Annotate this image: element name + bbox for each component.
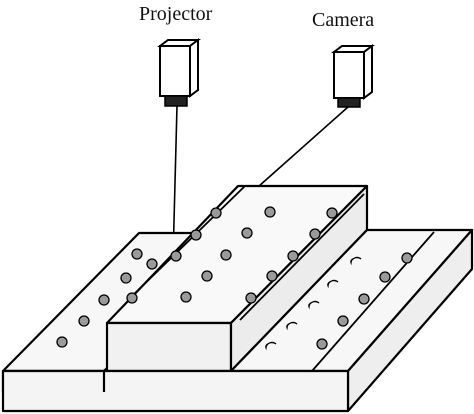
crescent-mark xyxy=(327,279,339,289)
fringe-line xyxy=(239,193,365,321)
marker-dot xyxy=(316,338,328,350)
marker-dot xyxy=(131,248,143,260)
crescent-mark xyxy=(350,256,362,266)
marker-dot xyxy=(337,315,349,327)
marker-dot xyxy=(264,206,276,218)
marker-dot xyxy=(98,294,110,306)
fringe-line xyxy=(311,231,435,372)
marker-dots-right xyxy=(316,252,413,350)
marker-dots-middle xyxy=(126,206,338,304)
marker-dots-left xyxy=(56,248,158,348)
crescent-mark xyxy=(286,321,298,331)
marker-dot xyxy=(120,272,132,284)
marker-dot xyxy=(146,258,158,270)
middle-block-front xyxy=(105,321,233,373)
marker-dot xyxy=(56,336,68,348)
marker-dot xyxy=(326,207,338,219)
crescent-mark xyxy=(308,300,320,310)
camera-icon xyxy=(331,44,375,108)
occluded-marks xyxy=(265,256,362,351)
marker-dot xyxy=(266,270,278,282)
marker-dot xyxy=(241,227,253,239)
marker-dot xyxy=(210,207,222,219)
marker-dot xyxy=(287,250,299,262)
marker-dot xyxy=(170,250,182,262)
marker-dot xyxy=(401,252,413,264)
projector-label: Projector xyxy=(139,3,213,25)
marker-dot xyxy=(126,292,138,304)
marker-dot xyxy=(358,293,370,305)
fringe-line xyxy=(127,185,246,301)
marker-dot xyxy=(379,271,391,283)
marker-dot xyxy=(180,291,192,303)
marker-dot xyxy=(190,229,202,241)
marker-dot xyxy=(201,270,213,282)
marker-dot xyxy=(78,315,90,327)
camera-label: Camera xyxy=(312,9,374,31)
marker-dot xyxy=(309,228,321,240)
marker-dot xyxy=(245,292,257,304)
stepped-object xyxy=(1,184,474,413)
crescent-mark xyxy=(265,341,277,351)
marker-dot xyxy=(220,249,232,261)
projector-icon xyxy=(157,38,201,107)
base-front xyxy=(1,369,350,413)
